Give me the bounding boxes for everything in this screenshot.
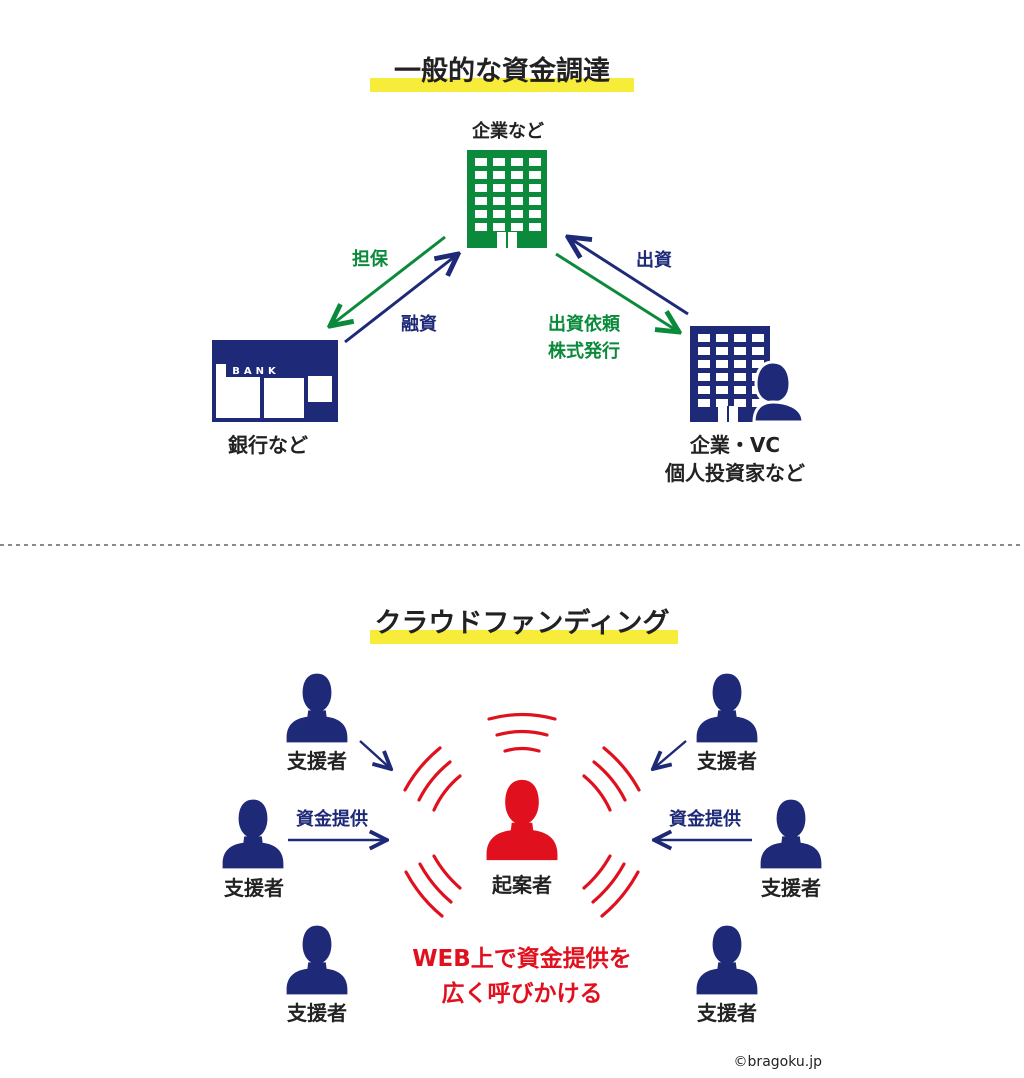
supporter-label: 支援者: [697, 749, 757, 773]
building-window: [493, 158, 505, 166]
building-window: [698, 347, 710, 355]
bank-sign: BANK: [232, 366, 279, 377]
bank-label: 銀行など: [228, 433, 308, 457]
building-window: [698, 334, 710, 342]
investor-label-line1: 企業・VC: [689, 433, 780, 457]
section1-title-highlight: [370, 78, 634, 92]
building-window: [734, 386, 746, 394]
building-window: [734, 373, 746, 381]
investment-arrow: [568, 237, 689, 316]
building-window: [529, 171, 541, 179]
supporter-arrow: [653, 740, 687, 769]
building-window: [475, 223, 487, 231]
supporter-person-icon: [760, 799, 822, 869]
building-window: [734, 347, 746, 355]
building-window: [716, 347, 728, 355]
section2-title-highlight: [370, 630, 678, 644]
loan-arrow: [344, 254, 458, 344]
building-window: [698, 399, 710, 407]
building-window: [511, 171, 523, 179]
investor-building-icon: [690, 326, 805, 424]
request-label-line1: 出資依頼: [548, 313, 621, 335]
loan-label: 融資: [401, 314, 437, 335]
supporter-person-icon: [696, 673, 758, 743]
initiator-person-icon: [486, 779, 558, 861]
building-window: [716, 386, 728, 394]
building-window: [752, 360, 764, 368]
supporter-person-icon: [286, 925, 348, 995]
supporter-label: 支援者: [287, 749, 347, 773]
building-window: [475, 158, 487, 166]
building-window: [716, 373, 728, 381]
supporter-label: 支援者: [224, 876, 284, 900]
investment-label: 出資: [636, 249, 672, 271]
building-window: [734, 399, 746, 407]
building-window: [529, 197, 541, 205]
building-window: [493, 210, 505, 218]
section1-title: 一般的な資金調達: [394, 55, 610, 87]
building-window: [716, 334, 728, 342]
broadcast-signal-waves-icon: [403, 712, 641, 918]
building-window: [493, 223, 505, 231]
supporter-person-icon: [222, 799, 284, 869]
building-window: [529, 158, 541, 166]
message-line1: WEB上で資金提供を: [412, 945, 632, 972]
building-window: [511, 210, 523, 218]
bank-building-icon: BANK: [212, 340, 338, 422]
supporter-label: 支援者: [287, 1001, 347, 1025]
message-line2: 広く呼びかける: [442, 980, 603, 1007]
supporter-arrow: [359, 740, 391, 769]
building-window: [716, 399, 728, 407]
supporter-person-icon: [286, 673, 348, 743]
collateral-label: 担保: [352, 248, 389, 270]
initiator-label: 起案者: [491, 873, 552, 897]
funding-label-left: 資金提供: [296, 808, 368, 830]
building-window: [529, 223, 541, 231]
section2-title: クラウドファンディング: [374, 607, 669, 639]
supporter-label: 支援者: [761, 876, 821, 900]
request-label-line2: 株式発行: [548, 340, 620, 362]
building-window: [752, 334, 764, 342]
building-window: [493, 171, 505, 179]
building-window: [475, 210, 487, 218]
building-window: [752, 399, 764, 407]
building-window: [734, 334, 746, 342]
investor-label-line2: 個人投資家など: [664, 461, 805, 485]
building-window: [716, 360, 728, 368]
building-window: [475, 184, 487, 192]
building-window: [529, 210, 541, 218]
supporter-label: 支援者: [697, 1001, 757, 1025]
building-window: [752, 347, 764, 355]
funding-label-right: 資金提供: [669, 808, 741, 830]
collateral-arrow: [330, 235, 446, 326]
building-window: [475, 171, 487, 179]
investment-request-arrow: [555, 252, 679, 332]
supporter-person-icon: [696, 925, 758, 995]
company-building-icon: [467, 150, 547, 248]
building-window: [698, 386, 710, 394]
building-window: [698, 373, 710, 381]
copyright: ©bragoku.jp: [734, 1054, 823, 1070]
building-window: [475, 197, 487, 205]
building-window: [511, 158, 523, 166]
building-window: [493, 184, 505, 192]
building-window: [493, 197, 505, 205]
building-window: [529, 184, 541, 192]
building-window: [511, 223, 523, 231]
building-window: [698, 360, 710, 368]
building-window: [734, 360, 746, 368]
building-window: [511, 184, 523, 192]
company-label: 企業など: [471, 120, 544, 142]
building-window: [511, 197, 523, 205]
